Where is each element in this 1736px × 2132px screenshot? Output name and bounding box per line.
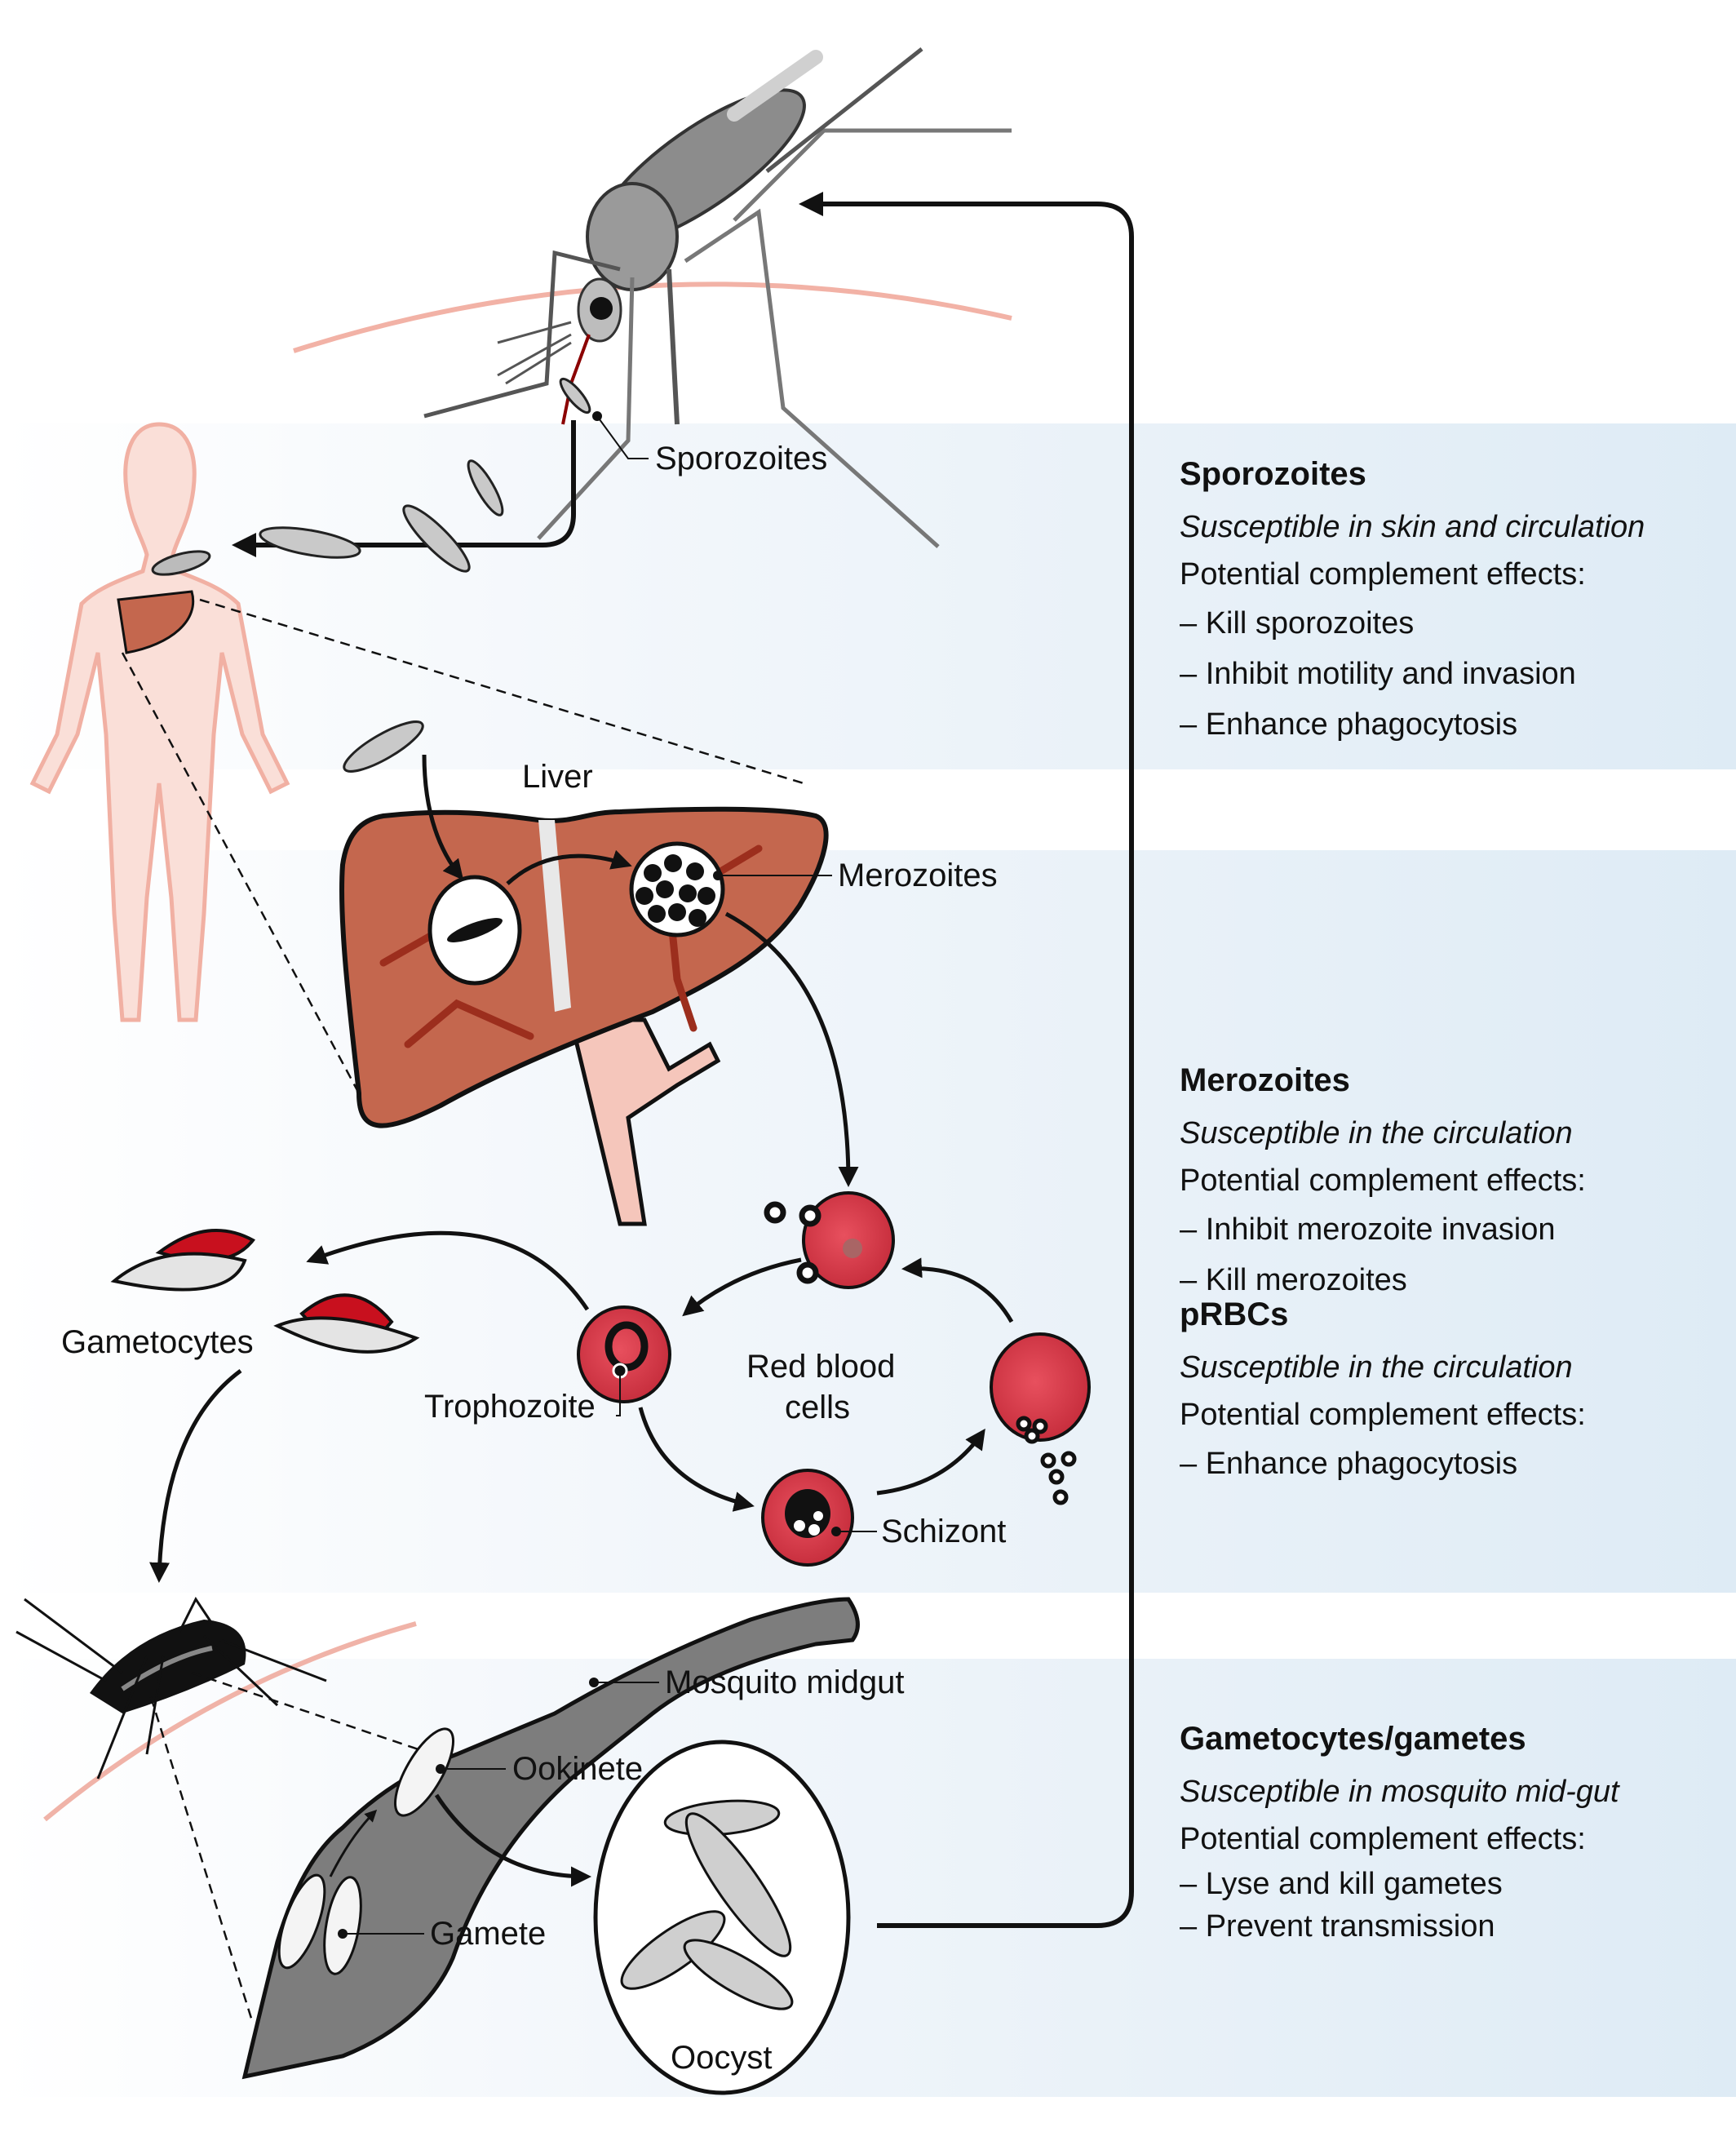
label-schizont: Schizont [881,1514,1006,1549]
panel-effects-heading: Potential complement effects: [1180,557,1586,592]
panel-susceptibility: Susceptible in the circulation [1180,1116,1573,1150]
label-ookinete: Ookinete [512,1751,643,1787]
rbc-invasion [764,1191,895,1289]
gametocytes-to-mosquito-arrow [149,1368,242,1583]
label-red-blood-cells-2: cells [785,1390,850,1425]
mosquito-icon [423,47,1012,548]
label-gamete: Gamete [430,1916,546,1952]
rbc-bursting [990,1332,1091,1505]
zoom-guide-line [149,1696,255,2024]
band-sporozoites [0,423,1736,769]
zoom-guide-line [121,652,361,1094]
ookinete-to-oocyst-arrow [434,1793,591,1887]
label-liver: Liver [522,759,593,795]
zoom-guide-line [191,1671,458,1764]
sporozoites-leader-line [596,415,649,459]
label-gametocytes: Gametocytes [61,1324,254,1360]
sporozoite-icon [259,526,361,559]
panel-effect: – Prevent transmission [1180,1909,1495,1944]
label-red-blood-cells: Red blood [746,1349,895,1385]
human-body-icon [29,422,290,1022]
sporozoite-icon [151,550,211,576]
liver-to-rbc-arrow [724,911,859,1187]
gametocyte-icon [110,1229,255,1292]
panel-sporozoites: Sporozoites Susceptible in skin and circ… [1180,453,1726,750]
rbc-cycle-arrow [682,1257,802,1317]
label-mosquito-midgut: Mosquito midgut [665,1664,904,1700]
panel-merozoites: Merozoites Susceptible in the circulatio… [1180,1059,1726,1305]
gamete-icon [323,1876,362,1975]
panel-susceptibility: Susceptible in skin and circulation [1180,510,1645,544]
rbc-schizont [761,1469,854,1567]
liver-icon [339,754,829,1226]
skin-to-liver-arrow [232,420,576,557]
panel-effect: – Lyse and kill gametes [1180,1867,1503,1901]
rbc-cycle-arrow [638,1407,755,1512]
return-cycle-arrow [799,192,1134,1928]
skin-surface-bottom [43,1621,417,1822]
trophozoite-to-gametocytes-arrow [306,1230,590,1311]
panel-title: Gametocytes/gametes [1180,1721,1526,1757]
zoom-guide-line [199,598,804,785]
panel-effect: – Inhibit motility and invasion [1180,657,1576,691]
panel-effect: – Enhance phagocytosis [1180,1447,1518,1481]
label-merozoites: Merozoites [838,858,998,893]
ookinete-icon [393,1727,455,1817]
panel-title: Merozoites [1180,1062,1350,1098]
rbc-cycle-arrow [901,1257,1014,1323]
black-mosquito-icon [16,1597,327,1780]
panel-effect: – Kill merozoites [1180,1263,1407,1297]
label-oocyst: Oocyst [671,2040,772,2076]
panel-effects-heading: Potential complement effects: [1180,1164,1586,1198]
panel-effects-heading: Potential complement effects: [1180,1822,1586,1856]
gametocyte-icon [273,1293,420,1354]
gamete-icon [277,1873,326,1970]
panel-effect: – Kill sporozoites [1180,606,1415,640]
label-trophozoite: Trophozoite [424,1389,596,1425]
sporozoite-icon [559,377,591,414]
rbc-trophozoite [577,1305,671,1403]
sporozoite-icon [402,504,471,573]
trophozoite-leader-line [616,1371,621,1416]
panel-susceptibility: Susceptible in mosquito mid-gut [1180,1775,1619,1809]
rbc-cycle-arrow [876,1428,985,1496]
panel-prbcs: pRBCs Susceptible in the circulation Pot… [1180,1293,1726,1489]
body-liver-icon [117,590,195,654]
sporozoite-icon [467,459,504,516]
panel-susceptibility: Susceptible in the circulation [1180,1350,1573,1385]
skin-surface-top [293,281,1012,353]
sporozoite-icon [343,720,424,773]
panel-gametocytes: Gametocytes/gametes Susceptible in mosqu… [1180,1718,1726,1948]
label-sporozoites: Sporozoites [655,441,827,476]
panel-title: Sporozoites [1180,456,1366,492]
panel-effect: – Inhibit merozoite invasion [1180,1212,1556,1247]
panel-effect: – Enhance phagocytosis [1180,707,1518,742]
panel-title: pRBCs [1180,1296,1289,1332]
panel-effects-heading: Potential complement effects: [1180,1398,1586,1432]
mosquito-midgut-icon [241,1597,860,2080]
